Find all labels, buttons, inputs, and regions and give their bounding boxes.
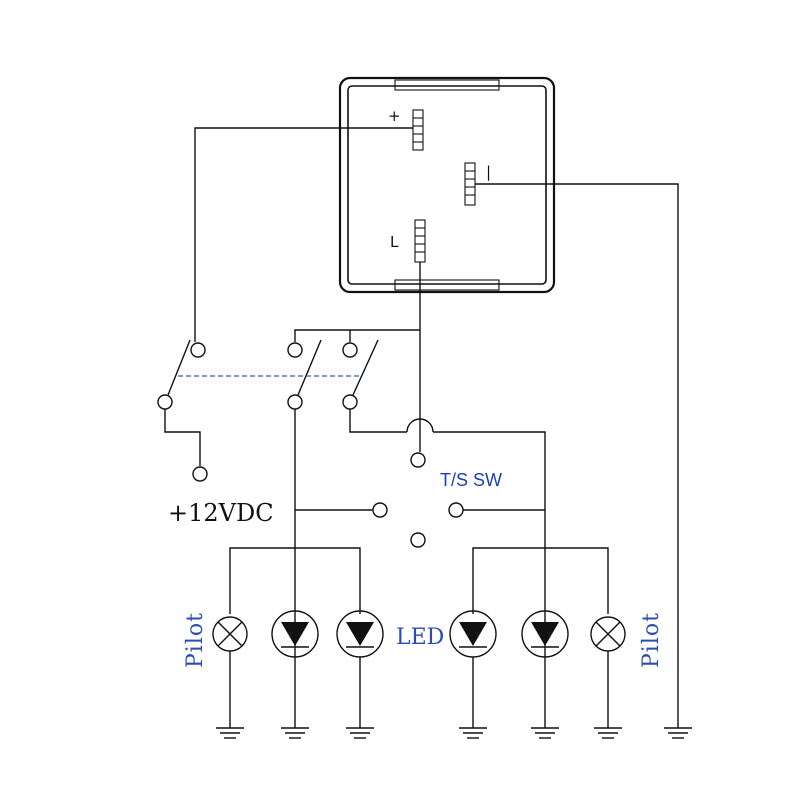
ts-right-terminal bbox=[448, 502, 464, 518]
ts-common-terminal bbox=[410, 452, 426, 468]
turn-signal-switch[interactable]: T/S SW bbox=[295, 452, 545, 548]
right-lamp-bus bbox=[449, 547, 626, 728]
pilot-left-label: Pilot bbox=[183, 612, 208, 668]
ground-symbol-3 bbox=[346, 727, 374, 739]
pin-ground-label: | bbox=[486, 163, 491, 181]
pin-plus-label: + bbox=[388, 107, 401, 125]
wire-relay-ground bbox=[475, 183, 679, 728]
relay-top-tab bbox=[394, 79, 500, 91]
wire-right-lamp-bus bbox=[472, 547, 609, 614]
hazard-pole2-bottom-terminal bbox=[287, 394, 303, 410]
pilot-right-label: Pilot bbox=[639, 612, 664, 668]
hazard-pole2-blade bbox=[297, 339, 322, 396]
led-diode-right-2 bbox=[521, 610, 569, 658]
wire-right-feed-a bbox=[349, 409, 407, 433]
wire-l-bus bbox=[294, 329, 420, 342]
ground-symbol-1 bbox=[216, 727, 244, 739]
led-diode-left-2 bbox=[336, 610, 384, 658]
flasher-relay: + | L bbox=[338, 76, 556, 294]
hazard-pole3-blade bbox=[352, 339, 379, 396]
turn-switch-label: T/S SW bbox=[440, 470, 502, 490]
left-lamp-bus bbox=[212, 547, 384, 728]
wire-supply bbox=[164, 409, 201, 466]
wire-plus-to-hazard bbox=[194, 127, 413, 342]
wire-left-lamp-bus bbox=[229, 547, 361, 614]
wire-crossover-hop bbox=[406, 418, 434, 433]
relay-pin-plus bbox=[412, 109, 424, 151]
pilot-lamp-right bbox=[590, 616, 626, 652]
supply-terminal bbox=[192, 466, 208, 482]
relay-wiring bbox=[194, 127, 679, 728]
ground-symbol-6 bbox=[594, 727, 622, 739]
ground-symbol-4 bbox=[459, 727, 487, 739]
relay-housing-inner bbox=[347, 85, 547, 285]
pilot-lamp-left bbox=[212, 616, 248, 652]
ground-symbol-7 bbox=[664, 727, 692, 739]
hazard-pole2-top-terminal bbox=[287, 342, 303, 358]
ts-off-terminal bbox=[410, 532, 426, 548]
pin-l-label: L bbox=[390, 233, 399, 251]
led-label: LED bbox=[396, 625, 444, 650]
supply-label: +12VDC bbox=[168, 499, 274, 527]
relay-housing-outer bbox=[338, 76, 556, 294]
hazard-pole1-bottom-terminal bbox=[157, 394, 173, 410]
hazard-pole1-blade bbox=[167, 339, 191, 396]
ground-symbols bbox=[216, 727, 692, 739]
led-diode-left-1 bbox=[271, 610, 319, 658]
ts-left-terminal bbox=[372, 502, 388, 518]
hazard-pole1-top-terminal bbox=[190, 342, 206, 358]
hazard-pole3-bottom-terminal bbox=[342, 394, 358, 410]
supply-wiring: +12VDC bbox=[164, 409, 274, 527]
led-diode-right-1 bbox=[449, 610, 497, 658]
ground-symbol-5 bbox=[531, 727, 559, 739]
relay-bottom-tab bbox=[394, 279, 500, 291]
hazard-pole3-top-terminal bbox=[342, 342, 358, 358]
ground-symbol-2 bbox=[281, 727, 309, 739]
hazard-switch[interactable] bbox=[157, 339, 379, 410]
